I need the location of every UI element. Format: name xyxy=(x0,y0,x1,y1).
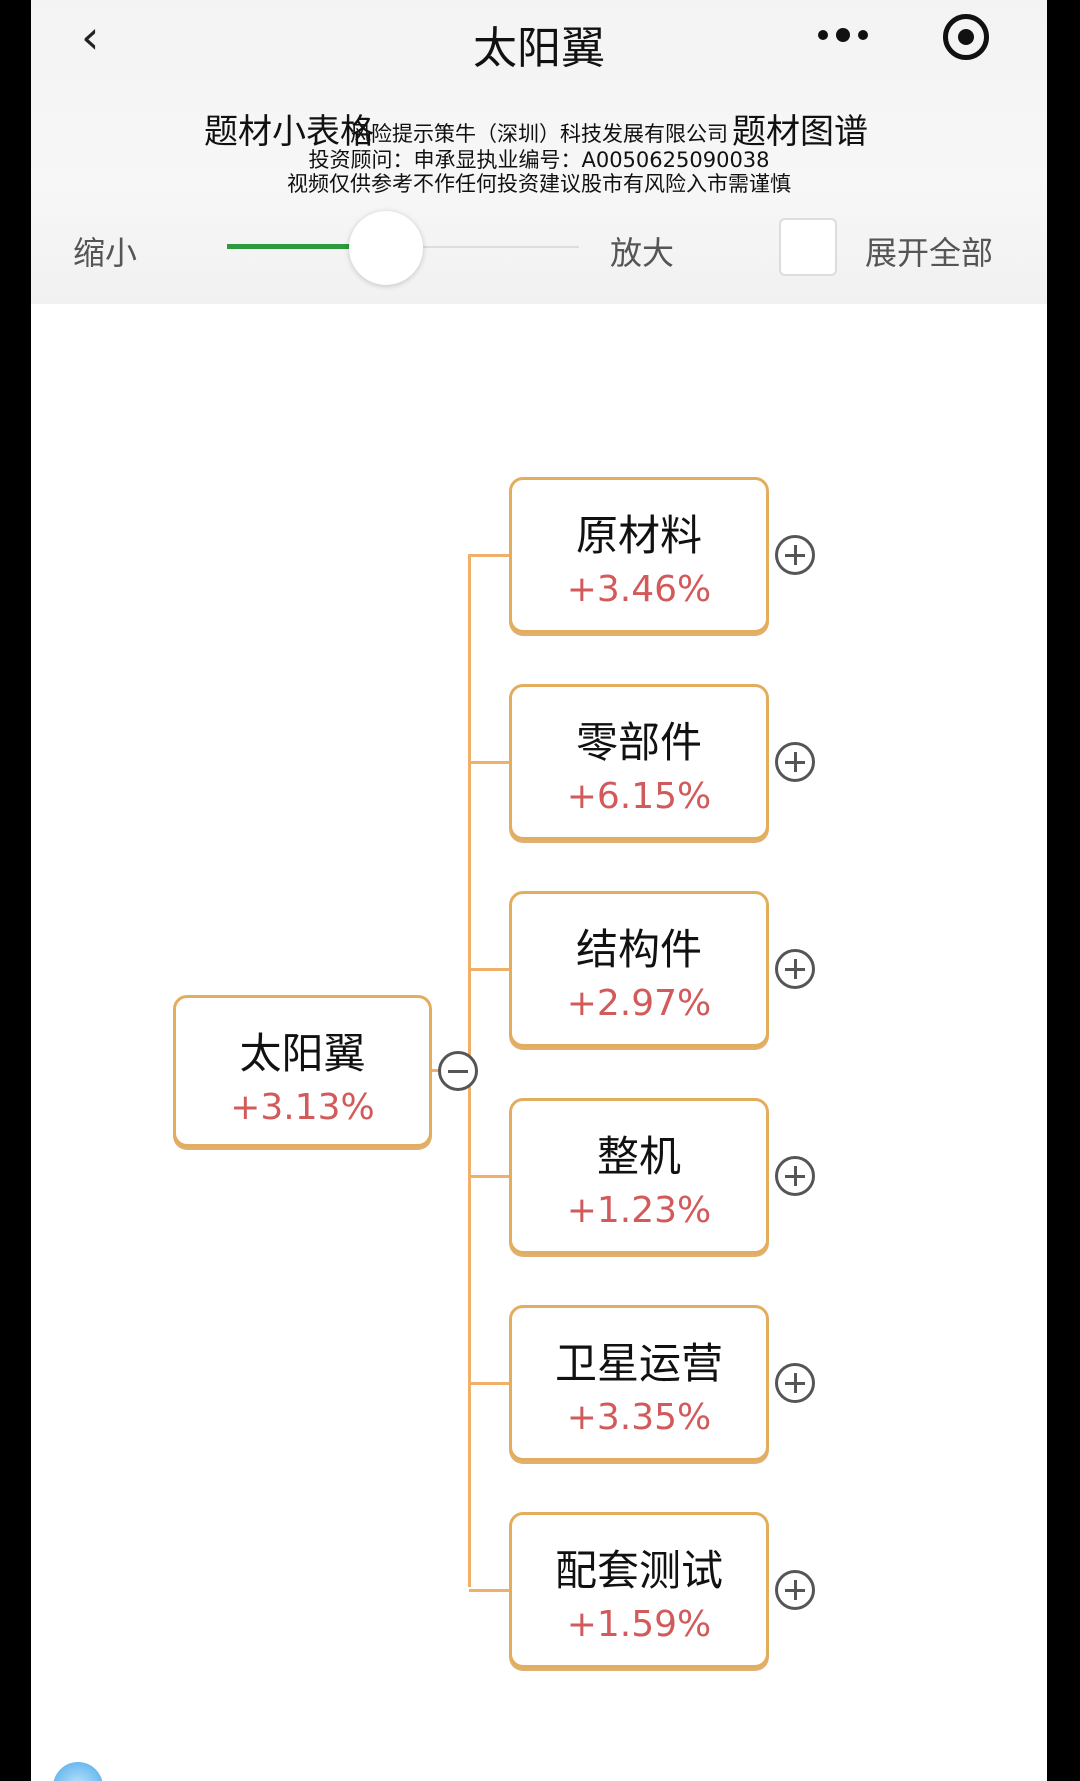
collapse-icon[interactable] xyxy=(438,1051,478,1091)
expand-icon[interactable] xyxy=(775,1363,815,1403)
floating-assistant-icon[interactable] xyxy=(53,1762,103,1781)
expand-icon[interactable] xyxy=(775,949,815,989)
tab-table[interactable]: 题材小表格 xyxy=(204,112,374,152)
watermark-line: 风险提示策牛（深圳）科技发展有限公司 xyxy=(350,122,728,146)
zoom-out-label[interactable]: 缩小 xyxy=(73,234,138,272)
chevron-left-icon[interactable]: ‹ xyxy=(81,10,100,64)
node-change: +1.23% xyxy=(566,1190,712,1231)
connector xyxy=(469,1589,509,1592)
top-bar xyxy=(31,0,1047,304)
root-node[interactable]: 太阳翼 +3.13% xyxy=(173,995,432,1147)
expand-icon[interactable] xyxy=(775,1570,815,1610)
node-name: 零部件 xyxy=(575,718,702,767)
screen: ‹ 太阳翼 题材小表格 题材图谱 风险提示策牛（深圳）科技发展有限公司 投资顾问… xyxy=(31,0,1047,1781)
node-name: 结构件 xyxy=(575,925,702,974)
tab-graph[interactable]: 题材图谱 xyxy=(732,112,868,152)
expand-all-label[interactable]: 展开全部 xyxy=(865,234,994,272)
child-node[interactable]: 零部件 +6.15% xyxy=(509,684,769,840)
node-change: +3.13% xyxy=(230,1087,375,1128)
node-name: 卫星运营 xyxy=(554,1339,723,1388)
child-node[interactable]: 卫星运营 +3.35% xyxy=(509,1305,769,1461)
child-node[interactable]: 结构件 +2.97% xyxy=(509,891,769,1047)
connector xyxy=(469,1175,509,1178)
page-title: 太阳翼 xyxy=(473,23,605,74)
node-change: +3.46% xyxy=(566,569,712,610)
zoom-slider-handle[interactable] xyxy=(349,211,423,285)
node-change: +3.35% xyxy=(566,1397,712,1438)
child-node[interactable]: 整机 +1.23% xyxy=(509,1098,769,1254)
zoom-slider-fill xyxy=(227,244,352,249)
node-name: 原材料 xyxy=(575,511,702,560)
watermark-line: 视频仅供参考不作任何投资建议股市有风险入市需谨慎 xyxy=(287,172,791,196)
connector xyxy=(469,1382,509,1385)
more-dots-icon[interactable] xyxy=(813,20,873,50)
node-name: 整机 xyxy=(596,1132,681,1181)
node-change: +2.97% xyxy=(566,983,712,1024)
expand-icon[interactable] xyxy=(775,742,815,782)
watermark-line: 投资顾问：申承显执业编号：A0050625090038 xyxy=(308,148,770,172)
node-change: +1.59% xyxy=(566,1604,712,1645)
node-name: 太阳翼 xyxy=(239,1029,366,1078)
zoom-in-label[interactable]: 放大 xyxy=(610,234,675,272)
child-node[interactable]: 配套测试 +1.59% xyxy=(509,1512,769,1668)
expand-icon[interactable] xyxy=(775,1156,815,1196)
node-name: 配套测试 xyxy=(554,1546,723,1595)
expand-icon[interactable] xyxy=(775,535,815,575)
target-icon[interactable] xyxy=(943,14,989,60)
connector xyxy=(469,761,509,764)
connector xyxy=(469,554,509,557)
connector xyxy=(469,968,509,971)
node-change: +6.15% xyxy=(566,776,712,817)
expand-all-checkbox[interactable] xyxy=(779,218,837,276)
child-node[interactable]: 原材料 +3.46% xyxy=(509,477,769,633)
